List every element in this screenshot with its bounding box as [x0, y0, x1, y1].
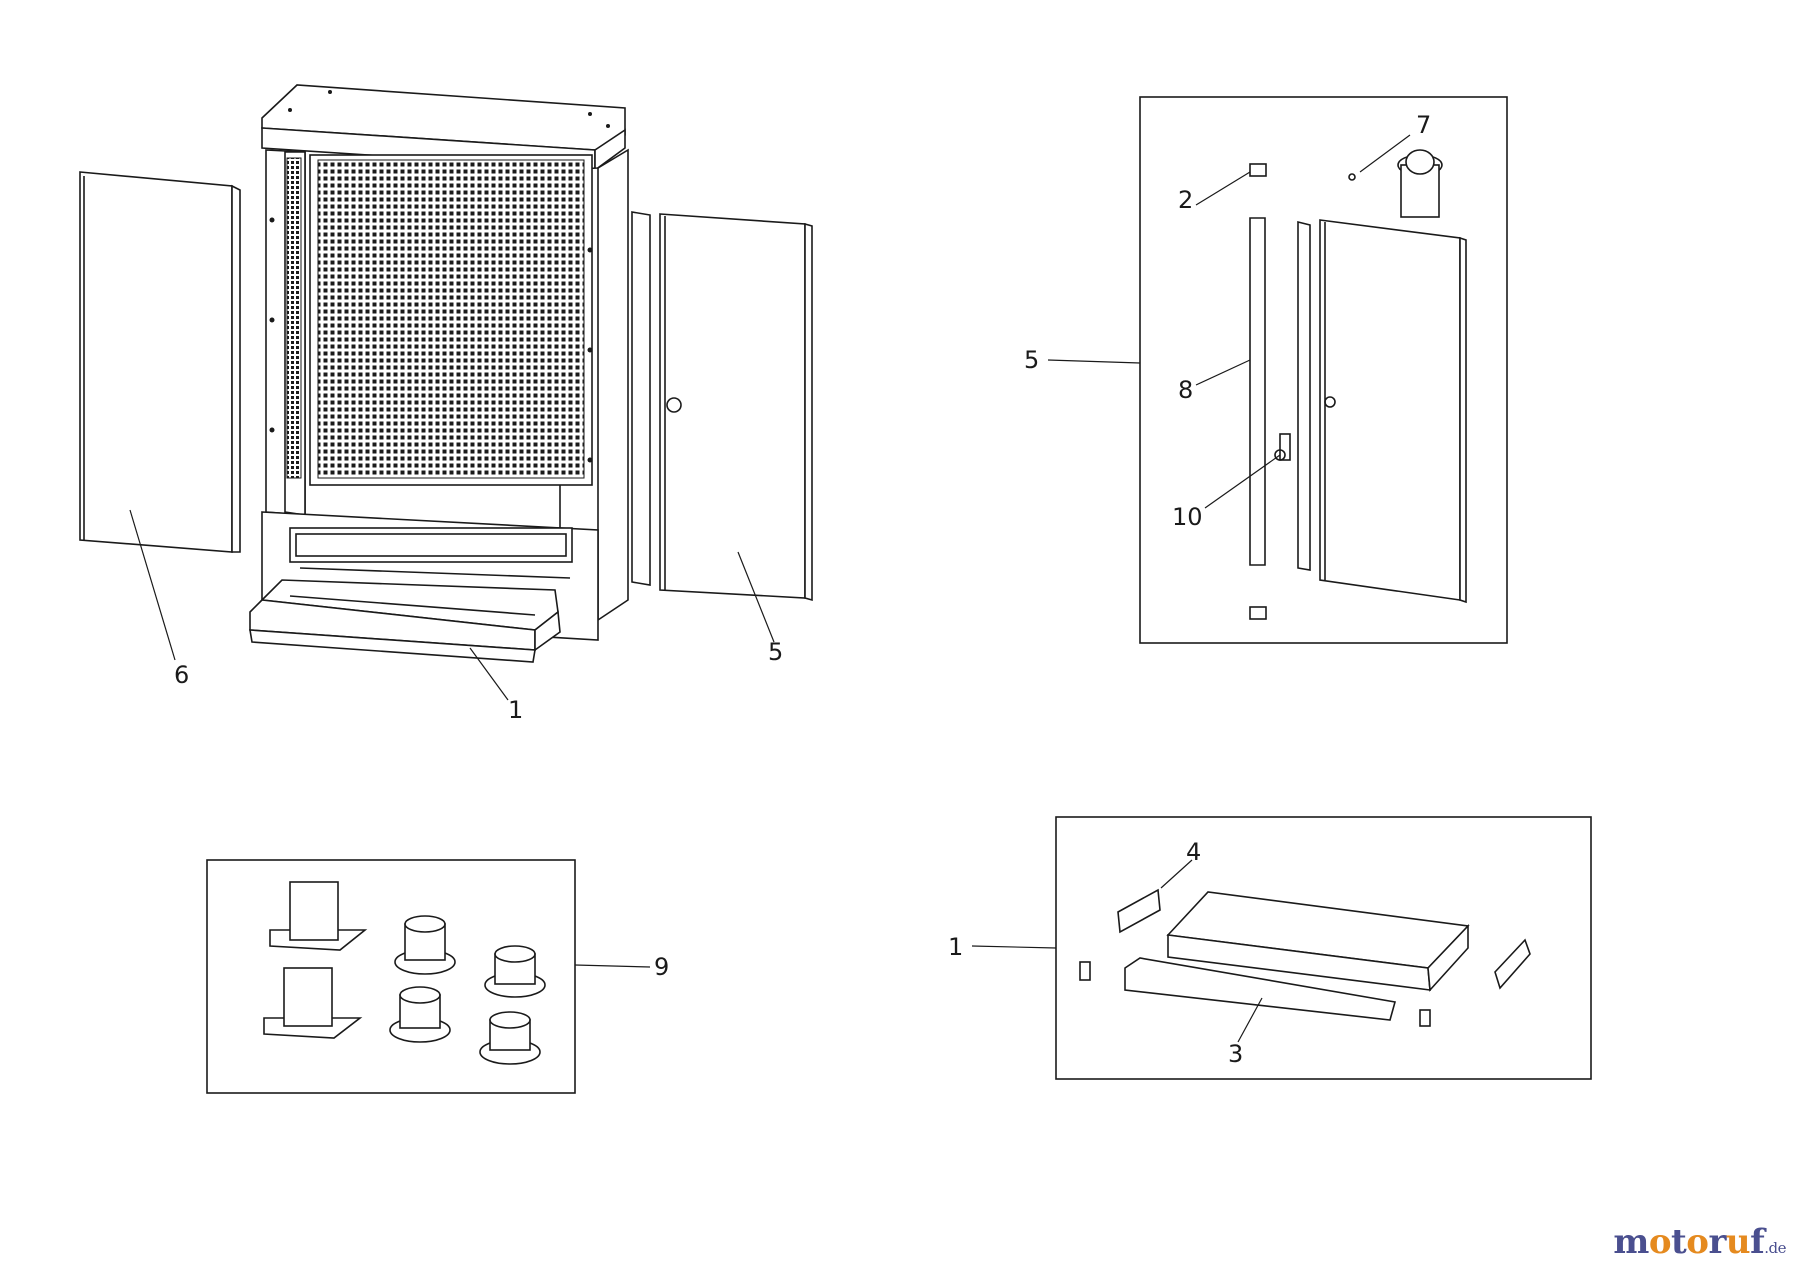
callout-5-right-door: 5	[768, 638, 783, 666]
logo-letter: m	[1613, 1222, 1649, 1262]
logo-letter: o	[1648, 1222, 1672, 1262]
callout-9-feet: 9	[654, 953, 669, 981]
callout-7-lock-cylinder: 7	[1416, 111, 1431, 139]
logo-tld: .de	[1764, 1239, 1786, 1257]
callout-2-hinge: 2	[1178, 186, 1193, 214]
callout-1-drawer: 1	[508, 696, 523, 724]
callout-10-lock: 10	[1172, 503, 1203, 531]
callout-8-door-strip: 8	[1178, 376, 1193, 404]
logo-letter: u	[1725, 1222, 1751, 1262]
right-door	[631, 211, 813, 602]
callout-3-drawer-front: 3	[1228, 1040, 1243, 1068]
callout-5-door-group: 5	[1024, 346, 1039, 374]
door-assembly-box	[1139, 96, 1508, 644]
callout-6-left-door: 6	[174, 661, 189, 689]
motoruf-logo: motoruf.de	[1613, 1222, 1786, 1262]
callout-4-slide: 4	[1186, 838, 1201, 866]
logo-letter: f	[1750, 1222, 1765, 1262]
callout-1-drawer-group: 1	[948, 933, 963, 961]
left-door	[79, 171, 241, 553]
logo-letter: o	[1686, 1222, 1709, 1262]
logo-letter: t	[1671, 1222, 1687, 1262]
feet-box	[206, 859, 576, 1094]
logo-letter: r	[1708, 1222, 1726, 1262]
cabinet-body	[249, 84, 629, 663]
drawer-box	[1055, 816, 1592, 1080]
